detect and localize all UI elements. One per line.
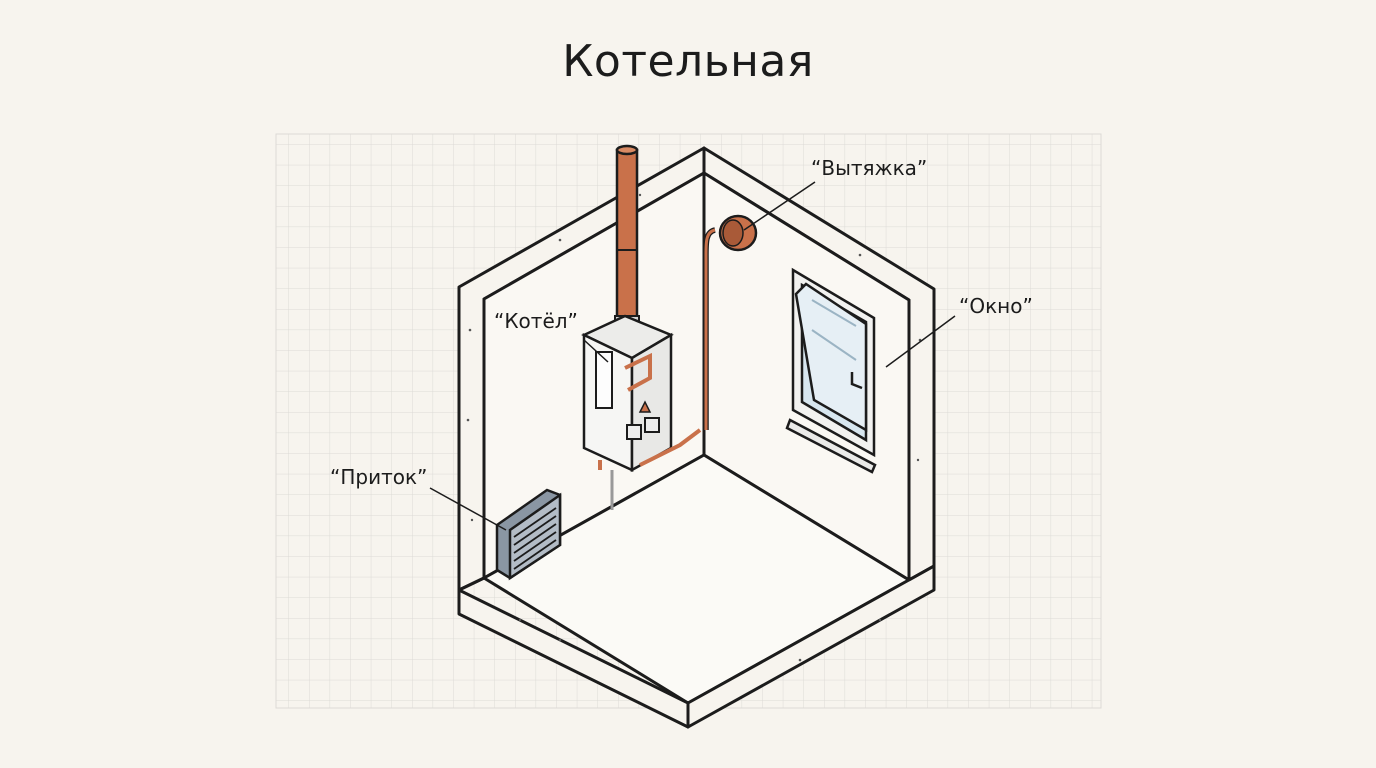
leader-boiler <box>583 339 609 363</box>
leader-lines <box>429 181 956 531</box>
label-exhaust: “Вытяжка” <box>811 156 927 180</box>
page-title: Котельная <box>562 36 814 87</box>
wall-texture <box>466 193 922 662</box>
boiler-unit <box>581 314 702 510</box>
label-boiler: “Котёл” <box>494 309 578 333</box>
chimney-flue <box>614 144 640 329</box>
floor-slab-right <box>686 564 936 729</box>
leader-window <box>885 315 956 368</box>
leader-intake <box>429 487 507 531</box>
intake-grille <box>495 488 562 581</box>
leader-exhaust <box>743 181 816 231</box>
exhaust-vent <box>703 214 758 430</box>
label-intake: “Приток” <box>330 465 427 489</box>
label-window: “Окно” <box>959 294 1033 318</box>
window <box>785 267 877 474</box>
